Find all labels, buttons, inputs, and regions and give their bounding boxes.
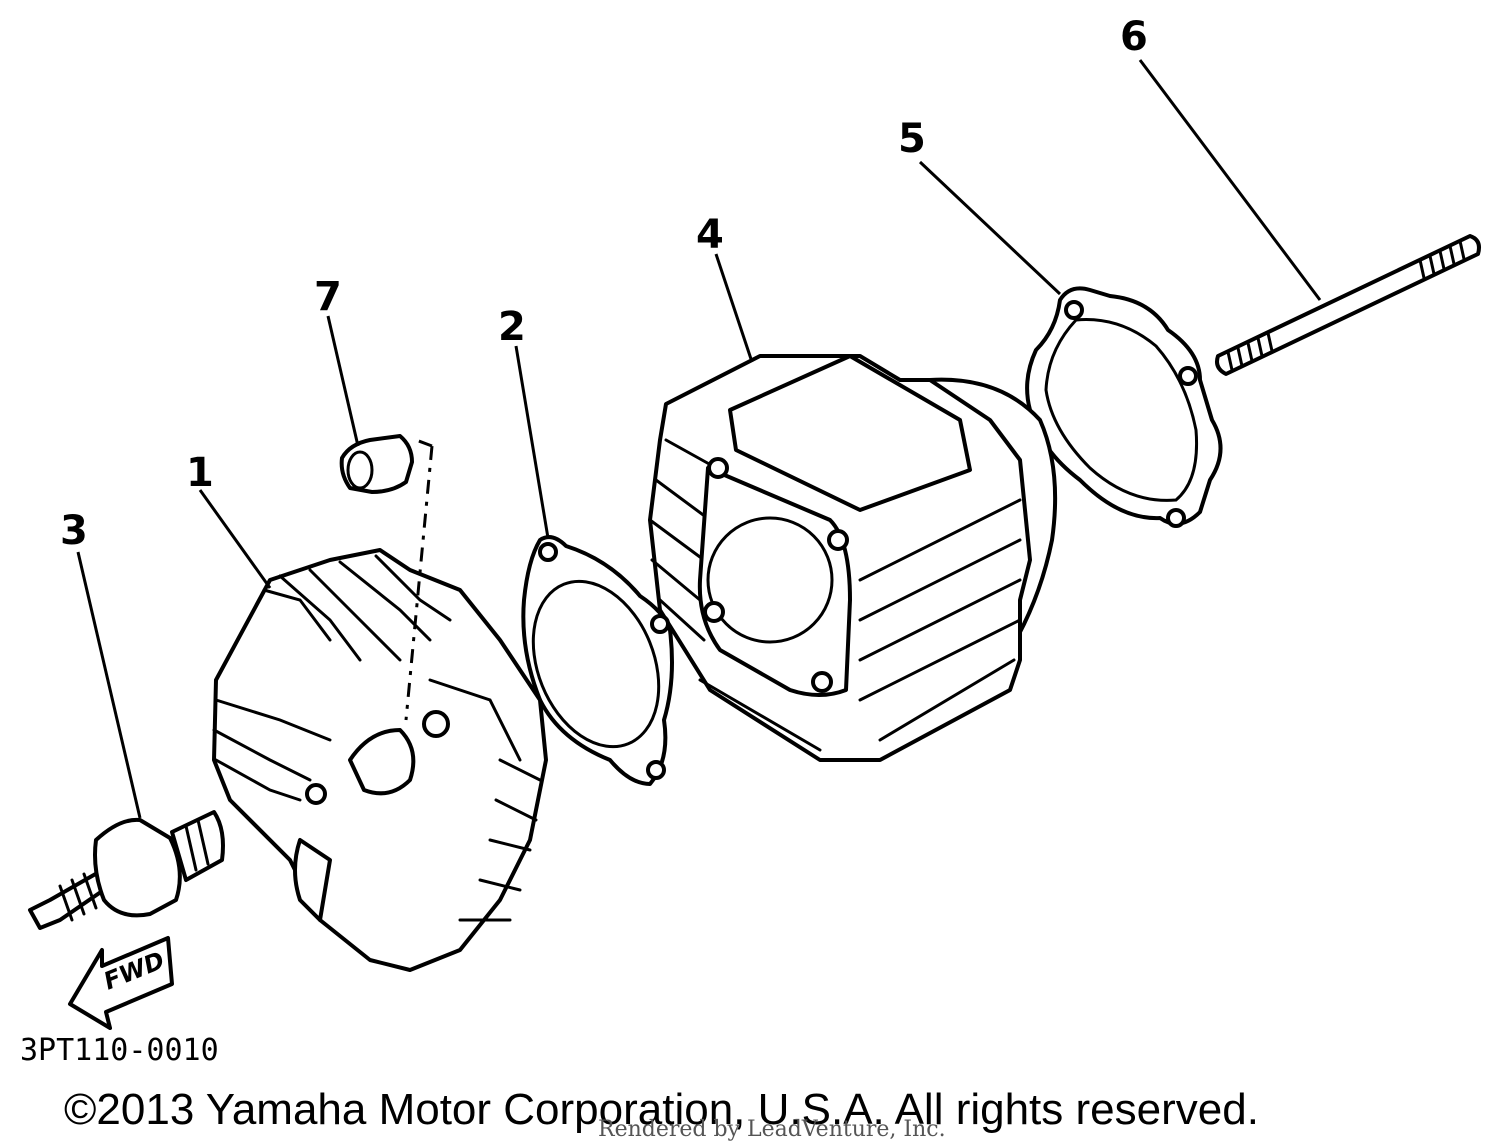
fwd-arrow-icon: FWD xyxy=(68,936,174,1030)
alignment-line xyxy=(404,438,434,721)
callout-3: 3 xyxy=(60,508,88,554)
rendered-by-notice: Rendered by LeadVenture, Inc. xyxy=(598,1117,946,1142)
cylinder-head-gasket-part[interactable] xyxy=(510,535,682,786)
callout-5: 5 xyxy=(898,116,926,162)
callout-6: 6 xyxy=(1120,14,1148,60)
leader-lines xyxy=(76,59,1322,819)
callout-4: 4 xyxy=(696,212,724,258)
callout-1: 1 xyxy=(186,450,214,496)
copyright-notice: ©2013 Yamaha Motor Corporation, U.S.A. A… xyxy=(64,1085,1259,1134)
diagram-code: 3PT110-0010 xyxy=(20,1033,219,1068)
thermo-unit-part[interactable] xyxy=(28,810,225,930)
cylinder-part[interactable] xyxy=(648,354,1058,762)
callout-7: 7 xyxy=(314,274,342,320)
cylinder-base-gasket-part[interactable] xyxy=(1025,286,1223,528)
nut-part[interactable] xyxy=(339,434,414,494)
cylinder-head-part[interactable] xyxy=(212,548,548,972)
callout-2: 2 xyxy=(498,304,526,350)
stud-bolt-part[interactable] xyxy=(1215,234,1481,376)
